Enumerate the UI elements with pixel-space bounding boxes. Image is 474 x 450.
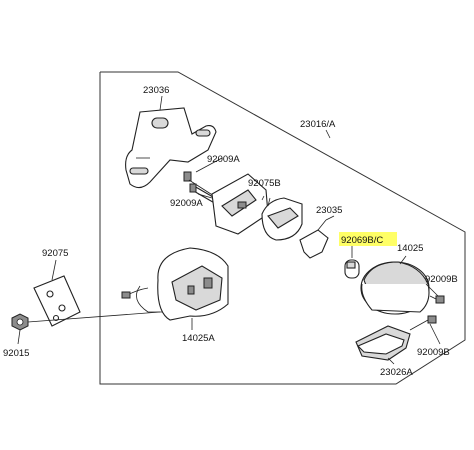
- label-92075b[interactable]: 92075B: [248, 178, 281, 189]
- label-14025[interactable]: 14025: [397, 243, 423, 254]
- screw-92009b-lower[interactable]: [409, 315, 437, 331]
- label-92009a-mid[interactable]: 92009A: [170, 198, 203, 209]
- reflector-23026a[interactable]: [355, 325, 411, 361]
- label-23016a[interactable]: 23016/A: [300, 119, 336, 130]
- label-14025a[interactable]: 14025A: [182, 333, 215, 344]
- label-92009b-bottom[interactable]: 92009B: [417, 347, 450, 358]
- license-bracket-part[interactable]: [125, 107, 217, 189]
- part-labels: 23036 23016/A 92009A 92009A 92075B 23035…: [3, 85, 458, 378]
- nut-92015[interactable]: [11, 311, 161, 331]
- lamp-housing-14025a[interactable]: [121, 247, 229, 321]
- clip-23035[interactable]: [299, 219, 329, 259]
- highlight-box: [339, 232, 397, 246]
- label-92075[interactable]: 92075: [42, 248, 68, 259]
- bulb-92069bc[interactable]: [344, 259, 360, 279]
- label-92009a-top[interactable]: 92009A: [207, 154, 240, 165]
- label-92015[interactable]: 92015: [3, 348, 29, 359]
- lamp-base-bracket-92075b[interactable]: [211, 173, 269, 235]
- label-92009b-top[interactable]: 92009B: [425, 274, 458, 285]
- plate-92075[interactable]: [33, 275, 81, 327]
- label-92069bc[interactable]: 92069B/C: [341, 235, 383, 246]
- bolt-92009a-upper[interactable]: [183, 171, 215, 197]
- lens-cover-14025[interactable]: [360, 261, 430, 315]
- leader-lines: [17, 95, 441, 365]
- label-23036[interactable]: 23036: [143, 85, 169, 96]
- socket-holder-part[interactable]: [261, 197, 303, 241]
- assembly-frame: [99, 71, 466, 385]
- label-23026a[interactable]: 23026A: [380, 367, 413, 378]
- label-23035[interactable]: 23035: [316, 205, 342, 216]
- screw-92009b-upper[interactable]: [429, 295, 445, 304]
